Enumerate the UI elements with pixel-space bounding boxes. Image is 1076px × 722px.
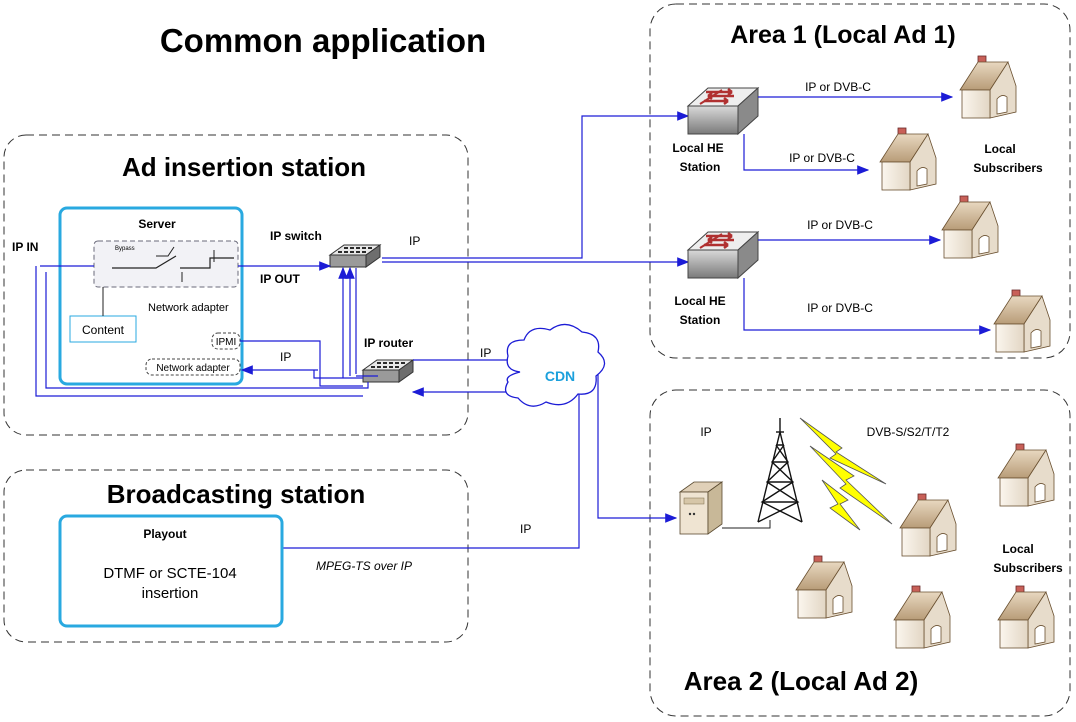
ad-station-frame [3,134,469,436]
area1-links [743,92,992,335]
house-icon [795,555,853,619]
ip-label-router: IP [280,350,291,364]
house-icon [997,585,1055,649]
he2-line1: Local HE [674,294,725,308]
he1-line2: Station [680,160,721,174]
area2-title: Area 2 (Local Ad 2) [684,666,919,696]
server-box [58,206,244,386]
ip-router-label: IP router [364,336,413,350]
area2-frame [649,389,1071,717]
lightning-icon [809,445,893,525]
bypass-label: Bypass [115,246,135,252]
headend-server-icon [678,481,724,535]
mpeg-label: MPEG-TS over IP [316,559,412,573]
playout-label: Playout [143,527,186,541]
area1-frame [649,3,1071,359]
area1-subscribers-line1: Local [984,142,1015,156]
network-adapter-label: Network adapter [148,302,229,314]
server-label: Server [138,217,176,231]
house-icon [941,195,999,259]
area1-title: Area 1 (Local Ad 1) [730,21,956,49]
cdn-label: CDN [545,368,575,384]
ip-label-cdn: IP [480,346,491,360]
area1-link3-label: IP or DVB-C [807,218,873,232]
he-station2-icon [686,230,760,280]
bypass-switch [112,255,234,269]
ip-switch-label: IP switch [270,229,322,243]
house-icon [997,443,1055,507]
network-adapter2-label: Network adapter [156,363,230,374]
house-icon [959,55,1017,119]
ip-in-label: IP IN [12,240,38,254]
area1-link4-label: IP or DVB-C [807,301,873,315]
area2-dvb-label: DVB-S/S2/T/T2 [867,425,950,439]
ip-out-label: IP OUT [260,272,300,286]
playout-box [58,514,284,628]
area2-subscribers-line1: Local [1002,542,1033,556]
house-icon [899,493,957,557]
area1-link1-label: IP or DVB-C [805,80,871,94]
area1-link2-label: IP or DVB-C [789,151,855,165]
bypass-zone [93,240,239,288]
ip-router-icon [362,359,414,383]
broadcast-frame [3,469,469,643]
ad-station-title: Ad insertion station [122,152,366,182]
broadcast-title: Broadcasting station [107,479,366,509]
ad-station-links [35,111,690,549]
ip-switch-icon [329,244,381,268]
ip-label-switch: IP [409,234,420,248]
he1-line1: Local HE [672,141,723,155]
area2-subscribers-line2: Subscribers [993,561,1063,575]
content-box [69,315,137,343]
broadcast-tower-icon [757,418,803,523]
house-icon [879,127,937,191]
area2-ip-label: IP [700,425,711,439]
ipmi-label: IPMI [216,337,237,348]
he-station1-icon [686,86,760,136]
insertion-line2: insertion [142,585,199,602]
cdn-cloud-icon [504,323,606,407]
he2-line2: Station [680,313,721,327]
insertion-line1: DTMF or SCTE-104 [103,565,236,582]
lightning-icon [821,479,861,531]
broadcast-ip-label: IP [520,522,531,536]
content-label: Content [82,323,125,337]
area1-subscribers-line2: Subscribers [973,161,1043,175]
house-icon [993,289,1051,353]
lightning-icon [799,417,887,485]
house-icon [893,585,951,649]
main-title: Common application [160,22,486,59]
network-adapter2-box [145,358,241,376]
